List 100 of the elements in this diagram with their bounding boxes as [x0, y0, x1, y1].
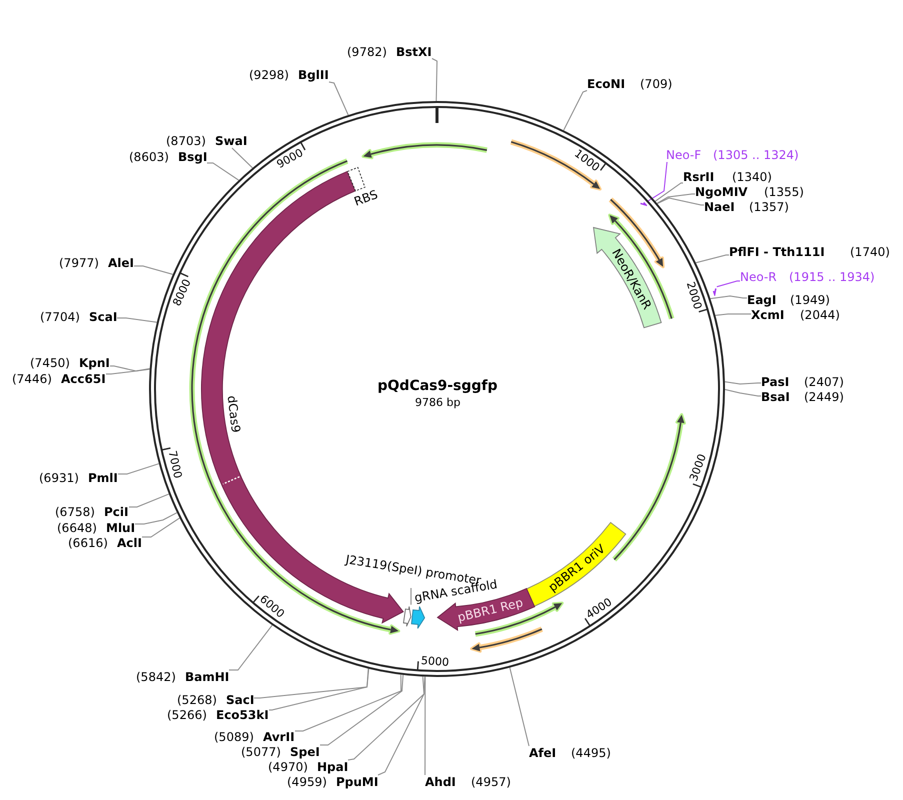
- enzyme-name: KpnI: [79, 356, 110, 370]
- leader-line: [716, 280, 740, 288]
- enzyme-name: EagI: [747, 293, 776, 308]
- leader-line: [714, 314, 752, 316]
- leader-line: [118, 463, 160, 474]
- leader-line: [656, 194, 696, 204]
- leader-line: [378, 676, 426, 776]
- leader-line: [328, 82, 349, 116]
- feature-segment: [402, 604, 412, 628]
- leader-line: [410, 588, 412, 606]
- enzyme-name: BamHI: [185, 670, 230, 684]
- cut-position: (709): [640, 76, 672, 91]
- leader-line: [509, 667, 530, 746]
- cut-position: (8703): [166, 134, 206, 148]
- leader-line: [254, 668, 369, 698]
- enzyme-name: ScaI: [89, 310, 118, 324]
- scale-number: 8000: [170, 276, 194, 308]
- leader-line: [695, 254, 730, 264]
- leader-line: [134, 512, 178, 524]
- leader-line: [294, 674, 402, 732]
- cut-position: (9298): [249, 68, 289, 82]
- cut-position: (7446): [12, 372, 52, 386]
- cut-position: (1357): [749, 200, 789, 214]
- cut-position: (5268): [177, 693, 217, 708]
- enzyme-name: AleI: [108, 256, 134, 270]
- leader-line: [116, 318, 158, 323]
- leader-line: [110, 366, 150, 372]
- cut-position: (1340): [732, 170, 772, 184]
- primer-range: (1915 .. 1934): [789, 270, 875, 284]
- cut-position: (9782): [347, 44, 387, 59]
- enzyme-name: PpuMI: [336, 775, 378, 790]
- leader-line: [724, 381, 762, 384]
- leader-line: [106, 368, 150, 374]
- leader-line: [268, 668, 370, 710]
- leader-line: [646, 162, 668, 202]
- cut-position: (5077): [241, 745, 281, 760]
- leader-line: [424, 676, 426, 776]
- cut-position: (2449): [804, 390, 844, 404]
- leader-line: [134, 266, 174, 275]
- enzyme-name: AvrII: [263, 730, 295, 744]
- cut-position: (8603): [129, 150, 169, 164]
- enzyme-name: AfeI: [529, 746, 556, 760]
- feature-label: dCas9: [224, 394, 244, 434]
- cut-position: (2407): [804, 375, 844, 390]
- enzyme-name: MluI: [106, 521, 136, 536]
- enzyme-name: PciI: [104, 505, 128, 520]
- primer-name: Neo-R: [740, 270, 777, 284]
- leader-line: [228, 624, 273, 670]
- cut-position: (7704): [40, 310, 80, 324]
- cut-position: (4970): [268, 760, 308, 774]
- scale-number: 9000: [274, 146, 306, 172]
- enzyme-name: RsrII: [683, 170, 714, 184]
- enzyme-name: BsgI: [178, 150, 208, 164]
- cut-position: (6758): [55, 505, 95, 520]
- leader-line: [348, 676, 425, 760]
- enzyme-name: SacI: [226, 693, 254, 708]
- scale-number: 4000: [584, 596, 614, 622]
- cut-position: (7977): [59, 256, 99, 270]
- enzyme-name: BsaI: [761, 390, 790, 404]
- cut-position: (5266): [167, 708, 207, 722]
- cut-position: (7450): [30, 356, 70, 370]
- leader-line: [724, 388, 762, 396]
- cut-position: (4959): [287, 775, 327, 790]
- enzyme-name: EcoNI: [587, 76, 626, 91]
- cut-position: (5842): [136, 670, 176, 684]
- leader-line: [432, 58, 438, 102]
- cut-position: (6931): [39, 471, 79, 486]
- leader-line: [320, 674, 404, 746]
- leader-line: [232, 148, 253, 168]
- primer-range: (1305 .. 1324): [713, 148, 799, 162]
- enzyme-name: BstXI: [396, 44, 432, 59]
- enzyme-name: AhdI: [425, 775, 456, 790]
- scale-number: 5000: [420, 654, 450, 670]
- enzyme-name: PasI: [761, 375, 790, 390]
- leader-line: [710, 296, 748, 300]
- leader-line: [128, 494, 170, 508]
- enzyme-name: NaeI: [704, 200, 735, 214]
- cut-position: (1355): [764, 185, 804, 200]
- enzyme-name: Eco53kI: [216, 708, 269, 722]
- feature-label: pBBR1 Rep: [456, 595, 524, 625]
- enzyme-name: PmlI: [88, 471, 118, 486]
- enzyme-name: BglII: [298, 68, 329, 82]
- cut-position: (1949): [790, 293, 830, 308]
- leader-line: [142, 518, 180, 538]
- primer-mark: [638, 201, 648, 207]
- leader-line: [656, 197, 704, 206]
- enzyme-name: NgoMIV: [695, 185, 748, 200]
- cut-position: (5089): [214, 730, 254, 744]
- leader-line: [563, 90, 588, 131]
- scale-number: 2000: [683, 280, 704, 311]
- cut-position: (2044): [800, 308, 840, 322]
- enzyme-name: HpaI: [317, 760, 348, 774]
- plasmid-name: pQdCas9-sggfp: [378, 378, 498, 395]
- scale-number: 7000: [165, 450, 184, 480]
- cut-position: (4495): [571, 746, 611, 760]
- cut-position: (4957): [471, 775, 511, 790]
- plasmid-length: 9786 bp: [415, 396, 460, 409]
- cut-position: (1740): [850, 245, 890, 260]
- primer-mark: [712, 286, 717, 296]
- enzyme-name: SwaI: [215, 134, 248, 148]
